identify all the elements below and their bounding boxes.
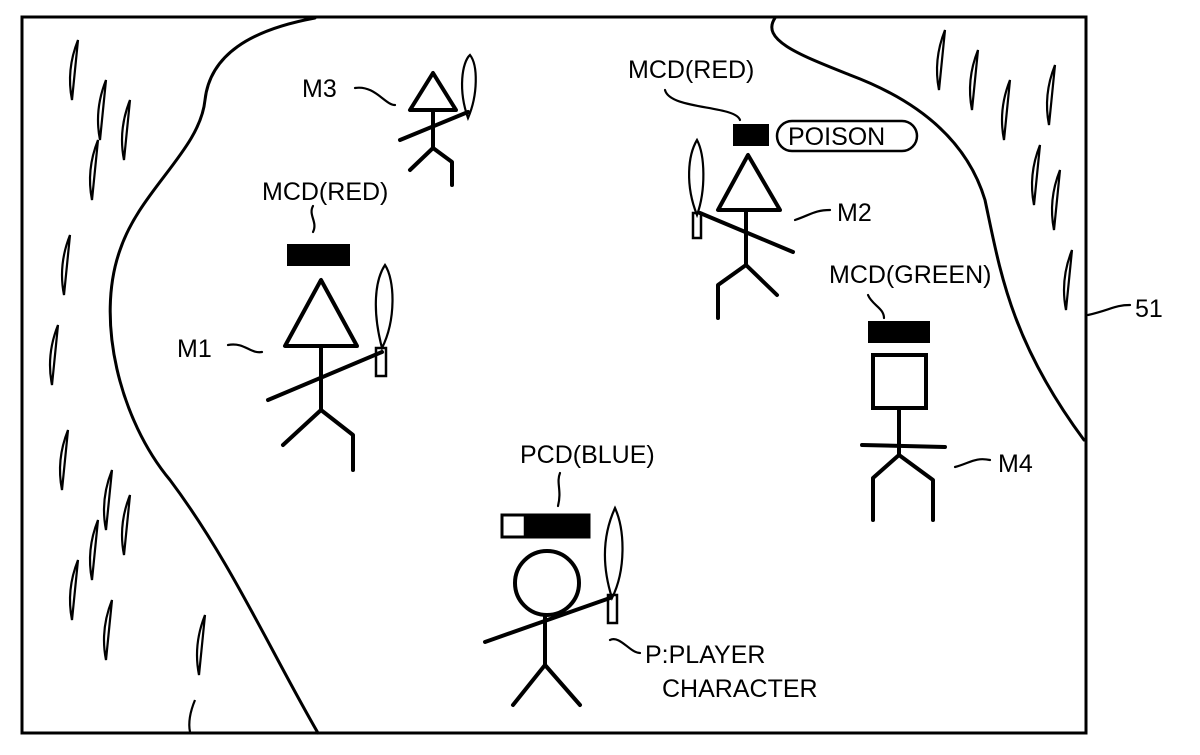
player-gauge-label: PCD(BLUE) xyxy=(520,441,655,469)
monster-m2[interactable]: MCD(RED) POISON M2 xyxy=(628,56,919,320)
m4-label: M4 xyxy=(998,450,1033,478)
leader-line xyxy=(310,204,316,234)
player-head-circle xyxy=(513,549,581,617)
screen-frame xyxy=(20,15,1088,735)
river-bank-left xyxy=(108,16,320,735)
m2-label: M2 xyxy=(837,199,872,227)
leader-line xyxy=(1086,303,1132,317)
leader-line xyxy=(953,458,992,469)
m4-head-square xyxy=(871,353,928,410)
player-label-line2: CHARACTER xyxy=(662,675,818,703)
m2-gauge-bar xyxy=(733,124,769,146)
m1-gauge-label: MCD(RED) xyxy=(262,178,388,206)
m1-head-triangle xyxy=(283,278,359,348)
m4-gauge-label: MCD(GREEN) xyxy=(829,261,992,289)
player-character[interactable]: PCD(BLUE) P:PLAYER CHARACTER xyxy=(483,441,818,707)
m3-label: M3 xyxy=(302,75,337,103)
leader-line xyxy=(793,208,832,222)
poison-status-badge xyxy=(775,119,919,153)
sword-icon xyxy=(687,137,705,219)
m4-gauge-bar xyxy=(868,321,930,343)
m1-gauge-bar xyxy=(287,244,350,266)
leader-line xyxy=(226,343,264,354)
grass-tufts xyxy=(48,29,1074,733)
m2-head-triangle xyxy=(716,153,782,212)
sword-icon xyxy=(460,53,477,121)
m1-label: M1 xyxy=(177,335,212,363)
river-bank-right xyxy=(770,16,1086,442)
leader-line xyxy=(556,471,562,508)
leader-line xyxy=(608,638,642,655)
leader-line xyxy=(866,293,886,320)
leader-line xyxy=(663,88,742,122)
monster-m1[interactable]: MCD(RED) M1 xyxy=(177,178,394,472)
sword-icon xyxy=(603,505,624,601)
m3-head-triangle xyxy=(408,71,458,112)
poison-status-text: POISON xyxy=(788,123,885,151)
player-label-line1: P:PLAYER xyxy=(645,641,765,669)
screen-reference-number: 51 xyxy=(1135,295,1163,323)
player-gauge-fill xyxy=(523,515,589,537)
leader-line xyxy=(353,86,397,107)
sword-icon xyxy=(374,263,394,352)
m2-gauge-label: MCD(RED) xyxy=(628,56,754,84)
monster-m3[interactable]: M3 xyxy=(302,53,477,187)
monster-m4[interactable]: MCD(GREEN) M4 xyxy=(829,261,1033,522)
